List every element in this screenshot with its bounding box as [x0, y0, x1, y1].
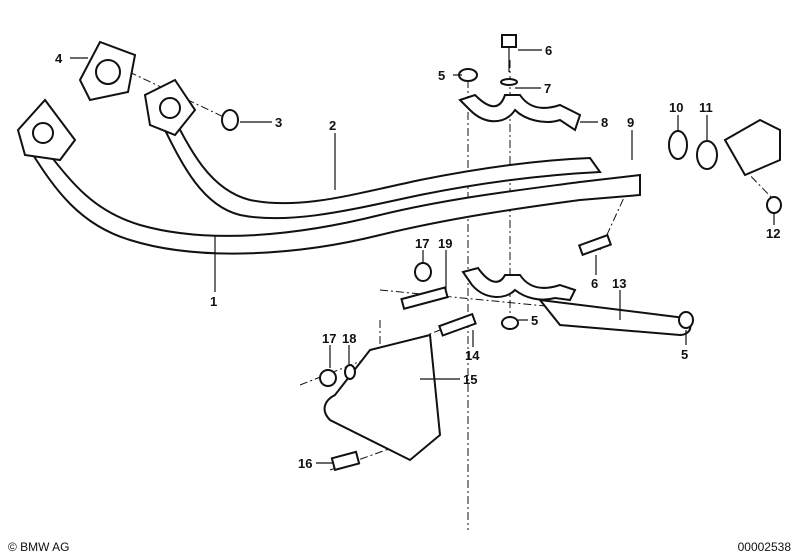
callout-9: 9: [627, 115, 634, 130]
callout-15: 15: [463, 372, 477, 387]
callout-6: 6: [545, 43, 552, 58]
callout-11: 11: [699, 100, 713, 115]
nut-3: [221, 109, 239, 131]
front-pipe-2: [143, 78, 602, 220]
bracket-15: [323, 333, 442, 462]
nut-5-mid: [501, 316, 519, 330]
ring-10: [668, 130, 688, 160]
nut-17-lower: [319, 369, 337, 387]
callout-19: 19: [438, 236, 452, 251]
nut-17-top: [414, 262, 432, 282]
callout-6-lower: 6: [591, 276, 598, 291]
callout-7: 7: [544, 81, 551, 96]
callout-16: 16: [298, 456, 312, 471]
washer-18: [344, 364, 356, 380]
callout-4: 4: [55, 51, 63, 66]
callout-12: 12: [766, 226, 780, 241]
callout-2: 2: [329, 118, 336, 133]
callout-5: 5: [438, 68, 445, 83]
callout-10: 10: [669, 100, 683, 115]
callout-8: 8: [601, 115, 608, 130]
front-pipe-1: [16, 98, 641, 255]
callout-13: 13: [612, 276, 626, 291]
callout-5-right: 5: [681, 347, 688, 362]
ring-11: [696, 140, 718, 170]
bolt-14: [438, 312, 477, 337]
bolt-16: [330, 450, 361, 472]
callout-17-lower: 17: [322, 331, 336, 346]
callout-18: 18: [342, 331, 356, 346]
leader-lines: [70, 49, 775, 464]
callout-17: 17: [415, 236, 429, 251]
nut-12: [766, 196, 782, 214]
gasket-4: [78, 40, 137, 102]
pipe-end: [723, 118, 781, 177]
callout-14: 14: [465, 348, 480, 363]
bolt-6-lower: [577, 233, 613, 257]
bracket-13: [537, 298, 692, 337]
copyright-label: © BMW AG: [8, 540, 70, 554]
clamp-lower: [461, 266, 577, 302]
callout-3: 3: [275, 115, 282, 130]
nut-5-right: [678, 311, 694, 329]
bolt-6-top: [501, 34, 517, 48]
clamp-upper-8: [458, 93, 582, 132]
callout-1: 1: [210, 294, 217, 309]
diagram-id: 00002538: [737, 540, 791, 554]
callout-5-mid: 5: [531, 313, 538, 328]
washer-7: [500, 78, 518, 86]
bolt-19: [400, 286, 449, 311]
